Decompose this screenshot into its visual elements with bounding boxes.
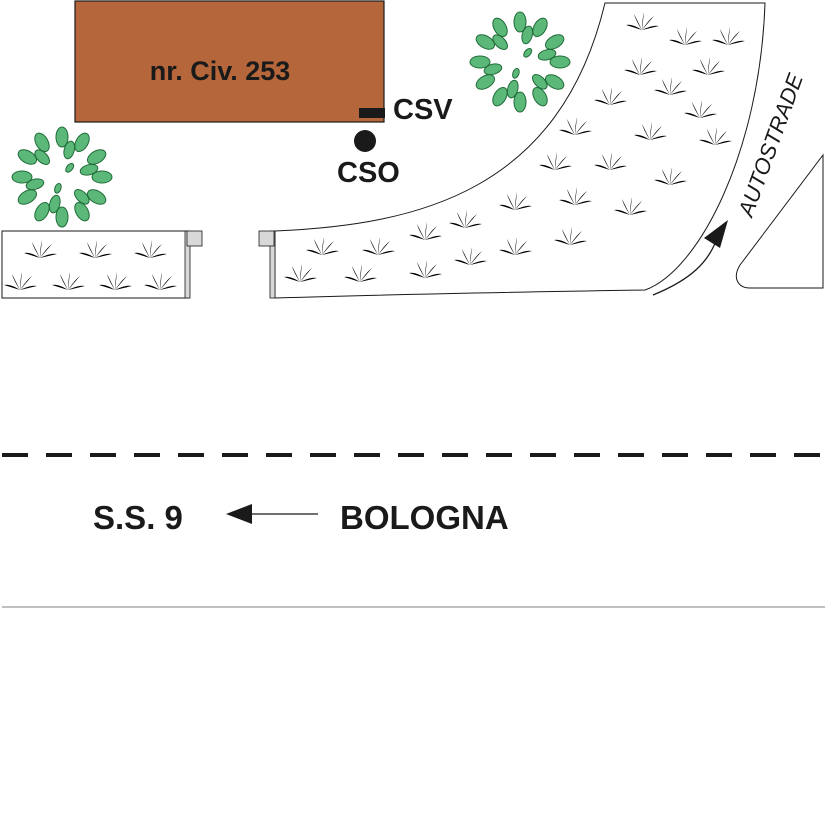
left-planter-cap xyxy=(186,230,203,247)
csv-label: CSV xyxy=(393,94,453,126)
building-block xyxy=(74,0,385,123)
tree-icon xyxy=(469,11,571,113)
left-planter xyxy=(1,230,190,299)
bologna-label: BOLOGNA xyxy=(340,499,509,536)
building-label: nr. Civ. 253 xyxy=(150,56,291,86)
arrow-curved-head xyxy=(704,220,728,248)
tree-icon xyxy=(11,126,113,228)
curved-planter xyxy=(274,2,766,299)
arrow-left-icon xyxy=(226,504,252,524)
cso-marker xyxy=(354,130,376,152)
traffic-island xyxy=(735,153,824,289)
cso-label: CSO xyxy=(337,157,400,189)
csv-marker xyxy=(359,108,385,118)
curved-planter-cap xyxy=(258,230,275,247)
ss9-label: S.S. 9 xyxy=(93,499,183,536)
